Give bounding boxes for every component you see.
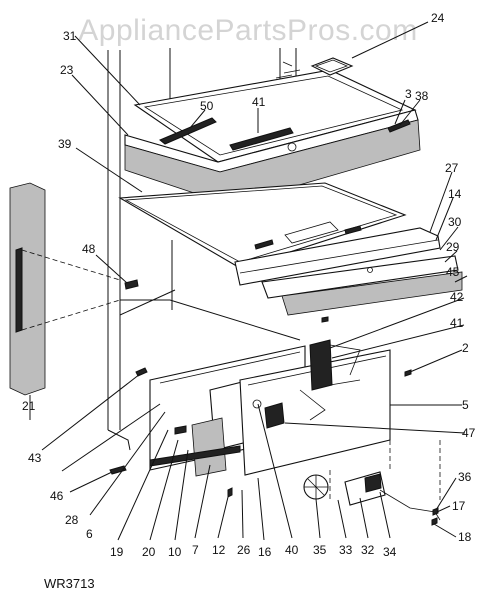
callout-3: 3 (405, 87, 412, 101)
callout-33: 33 (339, 543, 353, 557)
callout-21: 21 (22, 399, 36, 413)
callout-24: 24 (431, 11, 445, 25)
part-39-glass-shelf (118, 182, 407, 269)
callout-43: 43 (28, 451, 42, 465)
callout-19: 19 (110, 545, 124, 559)
part-29-rail (261, 255, 459, 299)
callout-26: 26 (237, 543, 251, 557)
callout-38: 38 (415, 89, 429, 103)
callout-42: 42 (450, 290, 464, 304)
callout-47: 47 (462, 426, 476, 440)
part-48 (124, 279, 139, 290)
callout-14: 14 (448, 187, 462, 201)
callout-41-top: 41 (252, 95, 266, 109)
callout-5: 5 (462, 398, 469, 412)
fan-motor-assembly (303, 440, 441, 521)
top-shelf-assembly (124, 61, 421, 206)
callout-32: 32 (361, 543, 375, 557)
part-21-side-panel (9, 182, 121, 396)
part-24-plate (310, 57, 354, 76)
model-code: WR3713 (44, 576, 95, 591)
callout-28: 28 (65, 513, 79, 527)
callout-labels: 24 3 31 23 50 41 38 39 27 14 30 29 45 48… (22, 11, 476, 559)
callout-16: 16 (258, 545, 272, 559)
callout-20: 20 (142, 545, 156, 559)
callout-36: 36 (458, 470, 472, 484)
callout-46: 46 (50, 489, 64, 503)
callout-27: 27 (445, 161, 459, 175)
callout-12: 12 (212, 543, 226, 557)
callout-18: 18 (458, 530, 472, 544)
leader-lines (29, 21, 468, 541)
callout-7: 7 (192, 543, 199, 557)
callout-39: 39 (58, 137, 72, 151)
callout-34: 34 (383, 545, 397, 559)
callout-2: 2 (462, 341, 469, 355)
callout-10: 10 (168, 545, 182, 559)
callout-17: 17 (452, 499, 466, 513)
part-45-bar (281, 271, 463, 316)
callout-6: 6 (86, 527, 93, 541)
callout-30: 30 (448, 215, 462, 229)
callout-31: 31 (63, 29, 77, 43)
callout-50: 50 (200, 99, 214, 113)
callout-45: 45 (446, 265, 460, 279)
callout-35: 35 (313, 543, 327, 557)
part-27-cover (234, 227, 441, 286)
watermark-text: AppliancePartsPros.com (78, 14, 417, 47)
callout-29: 29 (446, 240, 460, 254)
callout-40: 40 (285, 543, 299, 557)
callout-23: 23 (60, 63, 74, 77)
screws (109, 316, 439, 526)
callout-48: 48 (82, 242, 96, 256)
callout-41-right: 41 (450, 316, 464, 330)
